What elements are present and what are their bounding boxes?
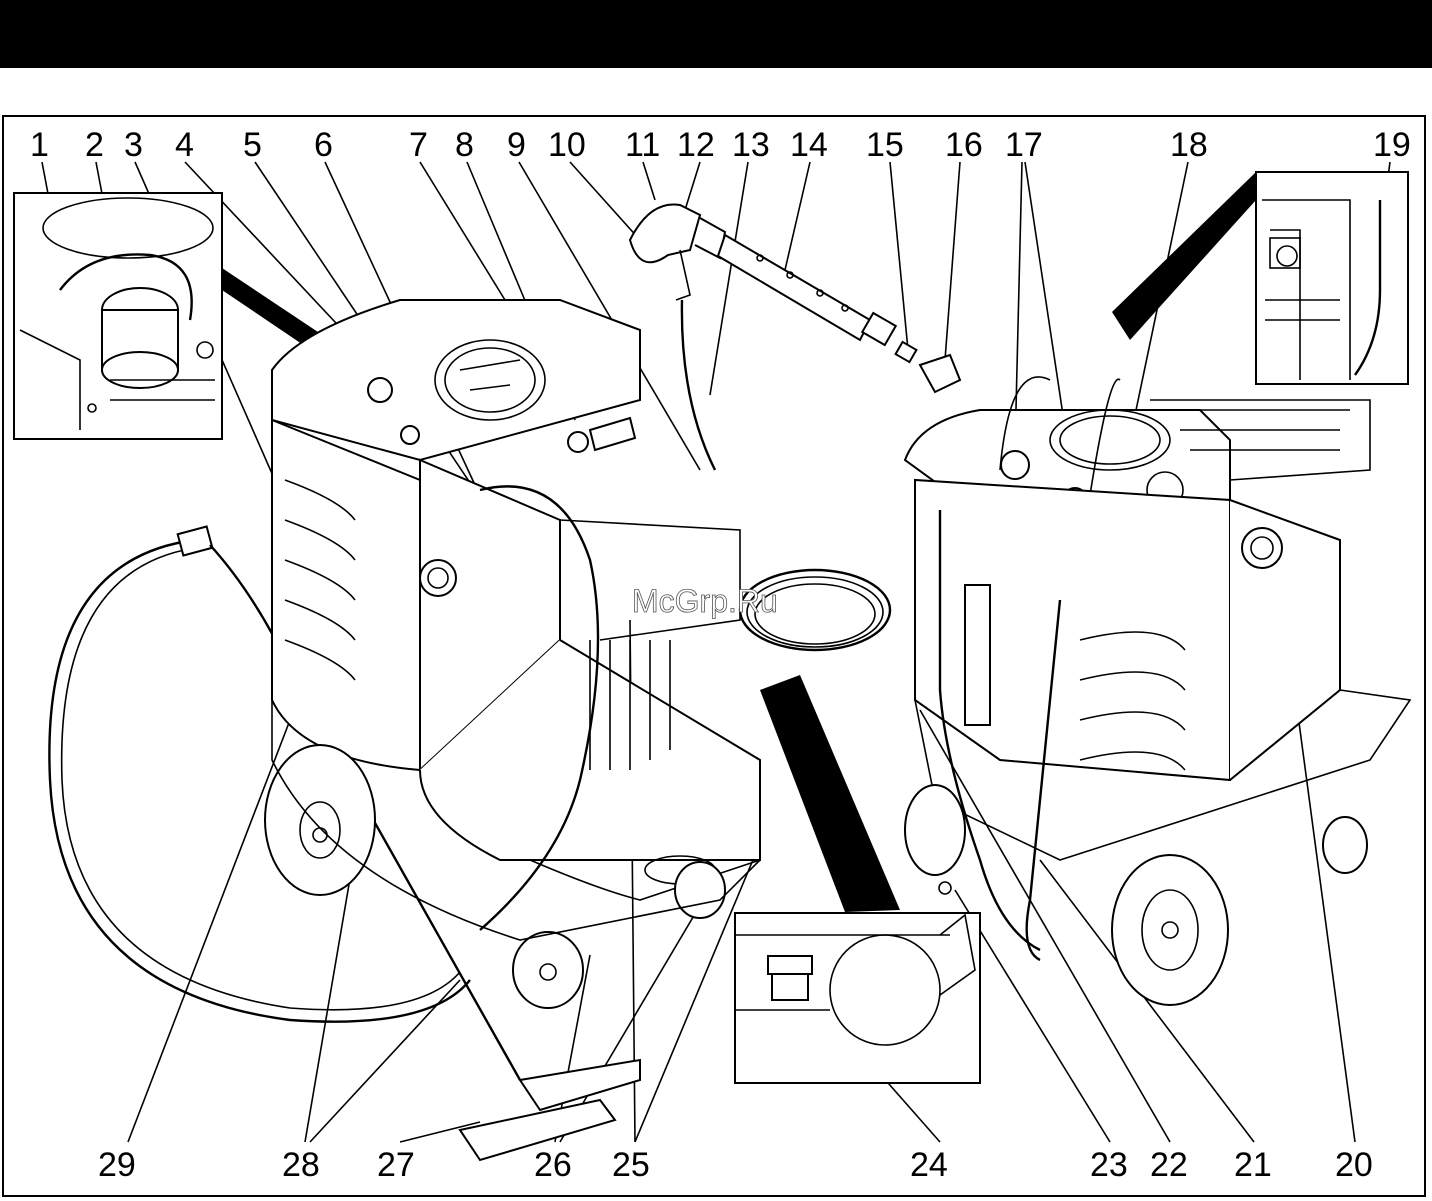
machine-right	[905, 377, 1410, 1005]
callout-12: 12	[677, 126, 715, 164]
callout-13: 13	[732, 126, 770, 164]
callout-25: 25	[612, 1146, 650, 1184]
callout-4: 4	[175, 126, 194, 164]
callout-20: 20	[1335, 1146, 1373, 1184]
inset-top-right	[1112, 172, 1408, 384]
callout-11: 11	[625, 126, 660, 164]
callout-9: 9	[507, 126, 526, 164]
callout-19: 19	[1373, 126, 1411, 164]
callout-16: 16	[945, 126, 983, 164]
callout-labels-top: 1 2 3 4 5 6 7 8 9 10 11 12 13 14 15 16 1…	[30, 126, 1411, 164]
callout-labels-bottom: 29 28 27 26 25 24 23 22 21 20	[98, 1146, 1373, 1184]
callout-3: 3	[124, 126, 143, 164]
callout-10: 10	[548, 126, 586, 164]
callout-7: 7	[409, 126, 428, 164]
callout-29: 29	[98, 1146, 136, 1184]
callout-1: 1	[30, 126, 49, 164]
callout-22: 22	[1150, 1146, 1188, 1184]
callout-14: 14	[790, 126, 828, 164]
callout-23: 23	[1090, 1146, 1128, 1184]
callout-2: 2	[85, 126, 104, 164]
callout-17: 17	[1005, 126, 1043, 164]
callout-6: 6	[314, 126, 333, 164]
watermark: McGrp.Ru	[632, 583, 778, 619]
callout-8: 8	[455, 126, 474, 164]
callout-26: 26	[534, 1146, 572, 1184]
inset-bottom-middle	[735, 675, 980, 1083]
callout-18: 18	[1170, 126, 1208, 164]
spray-gun	[630, 204, 960, 470]
callout-15: 15	[866, 126, 904, 164]
callout-24: 24	[910, 1146, 948, 1184]
callout-21: 21	[1234, 1146, 1272, 1184]
callout-5: 5	[243, 126, 262, 164]
callout-28: 28	[282, 1146, 320, 1184]
callout-27: 27	[377, 1146, 415, 1184]
